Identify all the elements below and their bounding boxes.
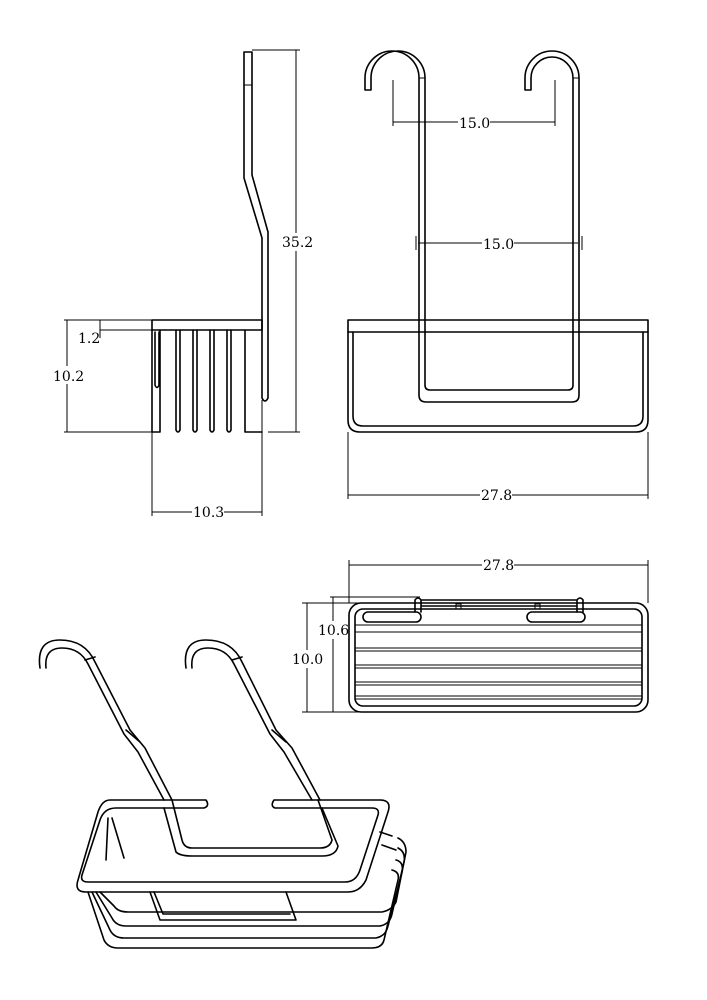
iso-basket-rim (76, 799, 390, 893)
top-depth-outer-label: 10.6 (318, 623, 349, 639)
side-basket-height-label: 10.2 (53, 369, 84, 385)
isometric-view (38, 639, 407, 949)
front-width-label: 27.8 (481, 488, 512, 504)
left-hook (364, 50, 580, 403)
side-hook-strip (243, 51, 269, 402)
front-hook-spacing-top-label: 15.0 (459, 116, 490, 132)
side-height-label: 35.2 (282, 235, 313, 251)
side-rim (151, 319, 263, 331)
top-width-label: 27.8 (483, 558, 514, 574)
front-rim (347, 319, 649, 333)
top-depth-inner-label: 10.0 (292, 652, 323, 668)
iso-left-hook (38, 639, 173, 801)
side-view: 35.2 10.2 1.2 10.3 (52, 49, 313, 521)
side-depth-label: 10.3 (193, 505, 224, 521)
iso-right-hook (184, 639, 321, 801)
front-view: 15.0 15.0 27.8 (347, 50, 649, 504)
top-view: 27.8 10.6 10.0 (292, 556, 649, 713)
front-hook-spacing-mid-label: 15.0 (483, 237, 514, 253)
top-outer-frame (348, 602, 649, 713)
side-rim-label: 1.2 (78, 331, 100, 347)
